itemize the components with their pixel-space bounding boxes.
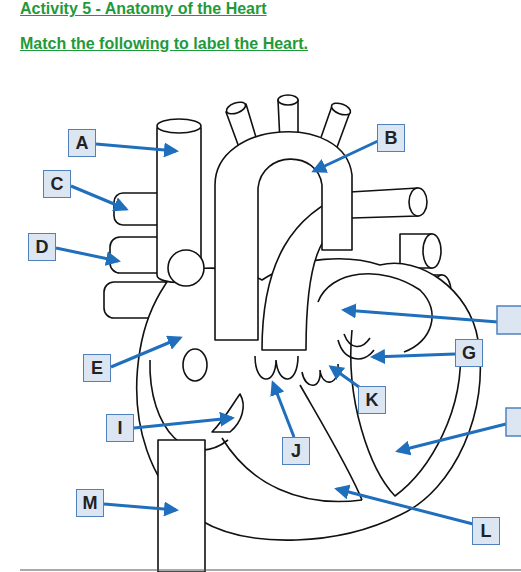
right-ventricle-wall bbox=[222, 438, 362, 502]
part-letter: J bbox=[291, 441, 301, 462]
part-letter: A bbox=[76, 133, 89, 154]
vena-cava-end bbox=[157, 119, 201, 133]
label-box: I bbox=[106, 414, 134, 442]
label-box: M bbox=[76, 489, 104, 517]
artery-branch-end bbox=[225, 100, 247, 116]
leader-arrow bbox=[398, 424, 506, 451]
part-letter: D bbox=[36, 237, 49, 258]
label-box: B bbox=[377, 124, 405, 152]
part-letter: B bbox=[385, 128, 398, 149]
instruction-text: Match the following to label the Heart. bbox=[20, 35, 308, 53]
leader-arrow bbox=[134, 418, 232, 428]
vessel-opening bbox=[168, 250, 204, 286]
pulmonary-artery-end bbox=[409, 188, 427, 216]
label-box: D bbox=[28, 233, 56, 261]
leader-arrow bbox=[273, 383, 294, 437]
leader-arrow bbox=[111, 338, 180, 367]
rule-line bbox=[20, 570, 521, 571]
cut-off-label-box bbox=[497, 306, 521, 334]
pulmonary-vein-end bbox=[423, 234, 441, 268]
leader-arrow bbox=[71, 186, 126, 209]
part-letter: C bbox=[51, 174, 64, 195]
part-letter: M bbox=[83, 493, 98, 514]
cut-off-label-box bbox=[506, 408, 521, 436]
artery-branch-end bbox=[278, 95, 298, 105]
label-box: E bbox=[83, 354, 111, 382]
part-letter: K bbox=[366, 390, 379, 411]
vessel-opening bbox=[183, 349, 207, 381]
label-box: A bbox=[68, 129, 96, 157]
activity-title: Activity 5 - Anatomy of the Heart bbox=[20, 0, 267, 18]
leader-arrow bbox=[104, 504, 176, 510]
artery-branch-end bbox=[330, 101, 352, 117]
leader-arrow bbox=[56, 248, 118, 261]
label-box: C bbox=[43, 170, 71, 198]
leader-arrow bbox=[314, 141, 378, 171]
left-ventricle-wall bbox=[351, 330, 461, 496]
inferior-vena-cava bbox=[158, 440, 205, 572]
pulmonary-valve bbox=[255, 356, 298, 379]
label-box: L bbox=[472, 517, 500, 545]
mitral-valve bbox=[338, 334, 374, 359]
leader-arrow bbox=[373, 354, 455, 357]
part-letter: I bbox=[117, 418, 122, 439]
leader-arrow bbox=[337, 489, 473, 524]
tricuspid-valve bbox=[212, 394, 243, 432]
leader-arrow bbox=[96, 144, 176, 151]
part-letter: L bbox=[481, 521, 492, 542]
leader-arrow bbox=[344, 310, 498, 322]
label-box: K bbox=[358, 386, 386, 414]
label-box: J bbox=[282, 437, 310, 465]
label-box: G bbox=[455, 339, 483, 367]
part-letter: G bbox=[462, 343, 476, 364]
part-letter: E bbox=[91, 358, 103, 379]
